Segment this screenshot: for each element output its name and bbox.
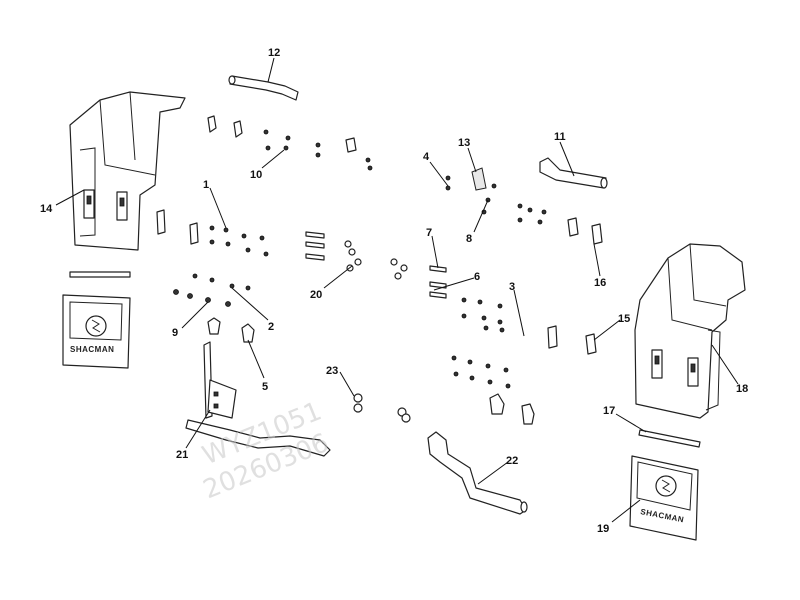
nuts-23 [353, 393, 411, 423]
callout-20: 20 [310, 289, 322, 301]
right-mudflap-strip [638, 429, 701, 448]
callout-19: 19 [597, 523, 609, 535]
fasteners-right [445, 175, 547, 389]
fasteners-left [173, 129, 373, 307]
callout-6: 6 [474, 271, 480, 283]
callout-13: 13 [458, 137, 470, 149]
callout-16: 16 [594, 277, 606, 289]
left-mudflap-strip [69, 271, 131, 278]
left-mudflap: SHACMAN [62, 294, 131, 369]
exhaust-pipe-22 [427, 431, 528, 515]
callout-18: 18 [736, 383, 748, 395]
callout-8: 8 [466, 233, 472, 245]
callout-14: 14 [40, 203, 53, 215]
right-brackets [489, 217, 603, 425]
right-fender [634, 243, 746, 419]
callout-1: 1 [203, 179, 209, 191]
callout-21: 21 [176, 449, 188, 461]
exhaust-pipe-12 [228, 75, 299, 101]
callout-10: 10 [250, 169, 262, 181]
top-left-brackets [156, 115, 357, 245]
bracket-21 [185, 341, 331, 457]
exhaust-pipe-11 [539, 157, 608, 189]
clamps-5 [207, 317, 255, 343]
callout-23: 23 [326, 365, 338, 377]
callout-12: 12 [268, 47, 280, 59]
bolt-group-20 [305, 231, 362, 272]
callout-22: 22 [506, 455, 518, 467]
callout-7: 7 [426, 227, 432, 239]
callout-labels: 12 10 1 14 2 9 5 4 13 8 11 7 6 3 16 15 1… [40, 47, 748, 535]
callout-15: 15 [618, 313, 630, 325]
left-mudflap-brand: SHACMAN [70, 345, 114, 354]
bracket-13 [471, 167, 487, 191]
callout-3: 3 [509, 281, 515, 293]
callout-11: 11 [554, 131, 566, 143]
callout-5: 5 [262, 381, 268, 393]
left-fender [69, 91, 186, 251]
bolt-group-6-7 [390, 258, 447, 299]
callout-9: 9 [172, 327, 178, 339]
callout-17: 17 [603, 405, 615, 417]
callout-4: 4 [423, 151, 430, 163]
leader-lines [55, 57, 739, 523]
right-mudflap: SHACMAN [629, 455, 699, 541]
callout-2: 2 [268, 321, 274, 333]
